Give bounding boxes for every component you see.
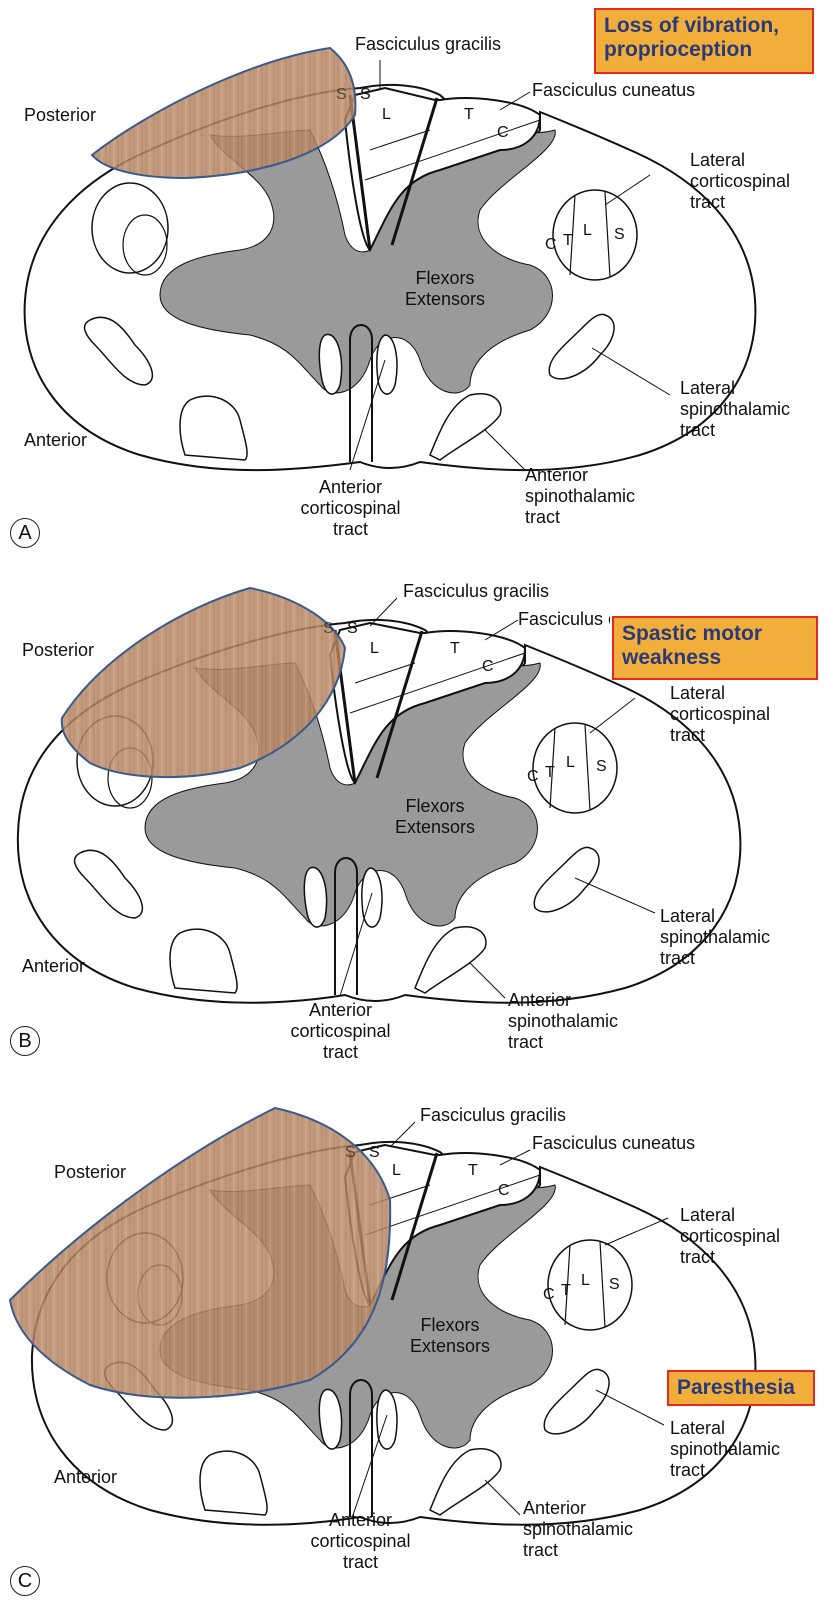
posterior-label: Posterior: [54, 1162, 126, 1183]
segment-tt: T: [545, 764, 555, 782]
segment-l: L: [392, 1162, 401, 1180]
segment-s-faded: S: [345, 1144, 356, 1162]
symptom-callout: Spastic motor weakness: [612, 616, 818, 680]
segment-c: C: [482, 658, 494, 676]
posterior-label: Posterior: [22, 640, 94, 661]
segment-s-faded: S: [323, 620, 334, 638]
anterior-label: Anterior: [24, 430, 87, 451]
segment-st: S: [614, 226, 625, 244]
segment-lt: L: [583, 222, 592, 240]
segment-st: S: [609, 1276, 620, 1294]
panel-a: Loss of vibration, proprioception Poster…: [0, 0, 838, 560]
fasciculus-cuneatus-label: Fasciculus cuneatus: [532, 1133, 695, 1154]
segment-t: T: [464, 106, 474, 124]
segment-lt: L: [566, 754, 575, 772]
panel-c: Paresthesia Posterior Anterior Fasciculu…: [0, 1100, 838, 1613]
segment-ct: C: [543, 1286, 555, 1304]
panel-letter: C: [10, 1566, 40, 1596]
symptom-callout: Loss of vibration, proprioception: [594, 8, 814, 74]
symptom-callout: Paresthesia: [667, 1370, 815, 1406]
panel-b: Spastic motor weakness Posterior Anterio…: [0, 568, 838, 1098]
anterior-cst-right: [377, 335, 397, 394]
lateral-cst-left: [92, 183, 168, 273]
fasciculus-cuneatus-label: Fasciculus cuneatus: [518, 609, 610, 630]
segment-l: L: [370, 640, 379, 658]
fasciculus-cuneatus-label: Fasciculus cuneatus: [532, 80, 695, 101]
segment-lt: L: [581, 1272, 590, 1290]
segment-tt: T: [561, 1282, 571, 1300]
segment-s: S: [360, 86, 371, 104]
segment-t: T: [450, 640, 460, 658]
segment-ct: C: [545, 236, 557, 254]
segment-c: C: [497, 124, 509, 142]
segment-ct: C: [527, 768, 539, 786]
fasciculus-gracilis-label: Fasciculus gracilis: [420, 1105, 566, 1126]
lesion-overlay: [10, 1108, 390, 1398]
segment-t: T: [468, 1162, 478, 1180]
segment-tt: T: [563, 232, 573, 250]
segment-s: S: [369, 1144, 380, 1162]
anterior-label: Anterior: [54, 1467, 117, 1488]
anterior-cst-right: [377, 1390, 397, 1449]
posterior-label: Posterior: [24, 105, 96, 126]
anterior-cst-right: [362, 868, 382, 927]
segment-l: L: [382, 106, 391, 124]
panel-letter: A: [10, 518, 40, 548]
anterior-label: Anterior: [22, 956, 85, 977]
panel-letter: B: [10, 1026, 40, 1056]
segment-st: S: [596, 758, 607, 776]
fasciculus-gracilis-label: Fasciculus gracilis: [355, 34, 501, 55]
segment-c: C: [498, 1182, 510, 1200]
segment-s: S: [347, 620, 358, 638]
segment-s-faded: S: [336, 86, 347, 104]
fasciculus-gracilis-label: Fasciculus gracilis: [403, 581, 549, 602]
